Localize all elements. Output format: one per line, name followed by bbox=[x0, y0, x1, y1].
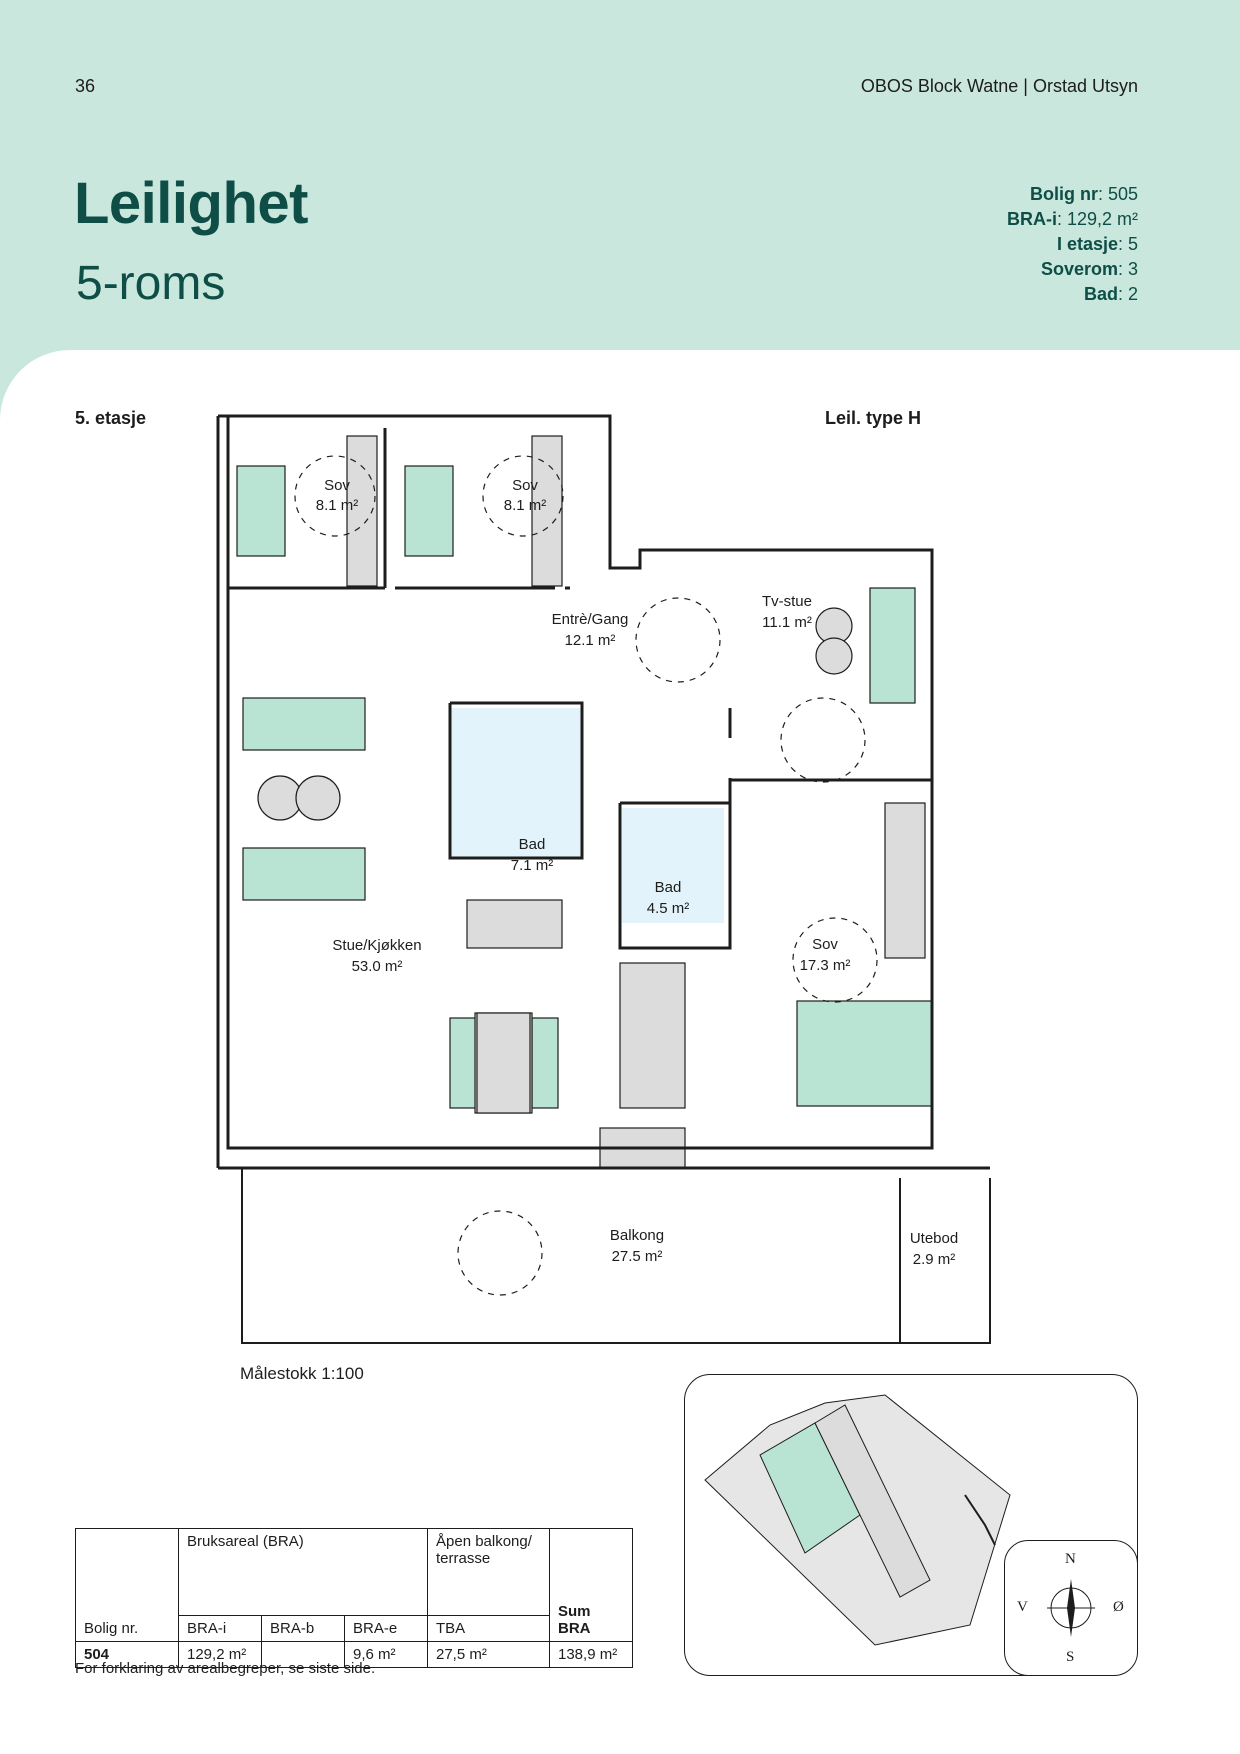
room-labels: Sov 8.1 m² Sov 8.1 m² Entrè/Gang 12.1 m²… bbox=[316, 477, 958, 1268]
room-name: Bad bbox=[655, 879, 682, 896]
col-bolig: Bolig nr. bbox=[75, 1615, 179, 1642]
cell-bolig: 504 bbox=[75, 1640, 179, 1668]
site-plan-drawing bbox=[704, 1394, 1011, 1646]
room-name: Entrè/Gang bbox=[552, 611, 629, 628]
page-number: 36 bbox=[75, 76, 96, 96]
area-table: Bruksareal (BRA) Åpen balkong/ terrasse … bbox=[75, 1528, 633, 1668]
bath-1-floor bbox=[450, 708, 582, 858]
room-name: Utebod bbox=[910, 1230, 958, 1247]
footnote: For forklaring av arealbegreper, se sist… bbox=[75, 1660, 376, 1677]
col-bra-b: BRA-b bbox=[261, 1614, 345, 1642]
apartment-type-label: Leil. type H bbox=[825, 408, 922, 428]
bath-2-floor bbox=[622, 808, 724, 923]
room-area: 8.1 m² bbox=[504, 497, 547, 514]
compass-v: V bbox=[1017, 1599, 1028, 1615]
room-area: 4.5 m² bbox=[647, 900, 690, 917]
fact-soverom: Soverom: 3 bbox=[1040, 259, 1138, 279]
compass-n: N bbox=[1065, 1551, 1076, 1567]
room-name: Stue/Kjøkken bbox=[332, 937, 421, 954]
brand-line: OBOS Block Watne | Orstad Utsyn bbox=[860, 76, 1138, 96]
room-area: 7.1 m² bbox=[511, 857, 554, 874]
turning-circles bbox=[294, 455, 878, 1296]
cell-bra-i: 129,2 m² bbox=[178, 1640, 262, 1668]
cell-sum: 138,9 m² bbox=[549, 1640, 633, 1668]
apartment-facts: Bolig nr: 505 BRA-i: 129,2 m² I etasje: … bbox=[1007, 182, 1138, 307]
room-area: 11.1 m² bbox=[762, 614, 812, 631]
cell-tba: 27,5 m² bbox=[427, 1640, 550, 1668]
floor-label: 5. etasje bbox=[75, 408, 147, 428]
room-area: 2.9 m² bbox=[913, 1251, 956, 1268]
dining-table bbox=[257, 607, 853, 1114]
col-bra-e: BRA-e bbox=[344, 1614, 428, 1642]
furniture bbox=[236, 465, 933, 1109]
room-name: Sov bbox=[512, 477, 538, 494]
table-corner bbox=[75, 1528, 179, 1615]
page-subtitle: 5-roms bbox=[76, 257, 226, 310]
room-area: 12.1 m² bbox=[565, 632, 616, 649]
scale-label: Målestokk 1:100 bbox=[240, 1364, 364, 1383]
room-name: Balkong bbox=[610, 1227, 664, 1244]
room-area: 27.5 m² bbox=[612, 1248, 663, 1265]
sum-header: Sum BRA bbox=[549, 1528, 633, 1642]
floor-plan: Sov 8.1 m² Sov 8.1 m² Entrè/Gang 12.1 m²… bbox=[216, 414, 991, 1344]
site-key-map bbox=[684, 1374, 1138, 1676]
page-title: Leilighet bbox=[74, 171, 308, 236]
room-name: Tv-stue bbox=[762, 593, 812, 610]
fact-bolig-nr: Bolig nr: 505 bbox=[1029, 184, 1138, 204]
compass-o: Ø bbox=[1113, 1599, 1124, 1615]
balcony-header: Åpen balkong/ terrasse bbox=[427, 1528, 550, 1616]
balcony-outline bbox=[241, 1168, 991, 1344]
fact-bad: Bad: 2 bbox=[1083, 284, 1138, 304]
header-band bbox=[0, 0, 1240, 380]
fact-etasje: I etasje: 5 bbox=[1056, 234, 1138, 254]
room-area: 8.1 m² bbox=[316, 497, 359, 514]
room-name: Sov bbox=[324, 477, 350, 494]
room-area: 53.0 m² bbox=[352, 958, 403, 975]
compass-needle-icon bbox=[1047, 1579, 1095, 1637]
compass-rose: N S V Ø bbox=[1004, 1540, 1138, 1676]
room-name: Sov bbox=[812, 936, 838, 953]
fact-bra-i: BRA-i: 129,2 m² bbox=[1006, 209, 1138, 229]
col-tba: TBA bbox=[427, 1614, 550, 1642]
room-area: 17.3 m² bbox=[800, 957, 851, 974]
col-bra-i: BRA-i bbox=[178, 1614, 262, 1642]
compass-s: S bbox=[1066, 1649, 1075, 1665]
walls bbox=[216, 414, 990, 1170]
room-name: Bad bbox=[519, 836, 546, 853]
group-header: Bruksareal (BRA) bbox=[178, 1528, 428, 1616]
cell-bra-e: 9,6 m² bbox=[344, 1640, 428, 1668]
